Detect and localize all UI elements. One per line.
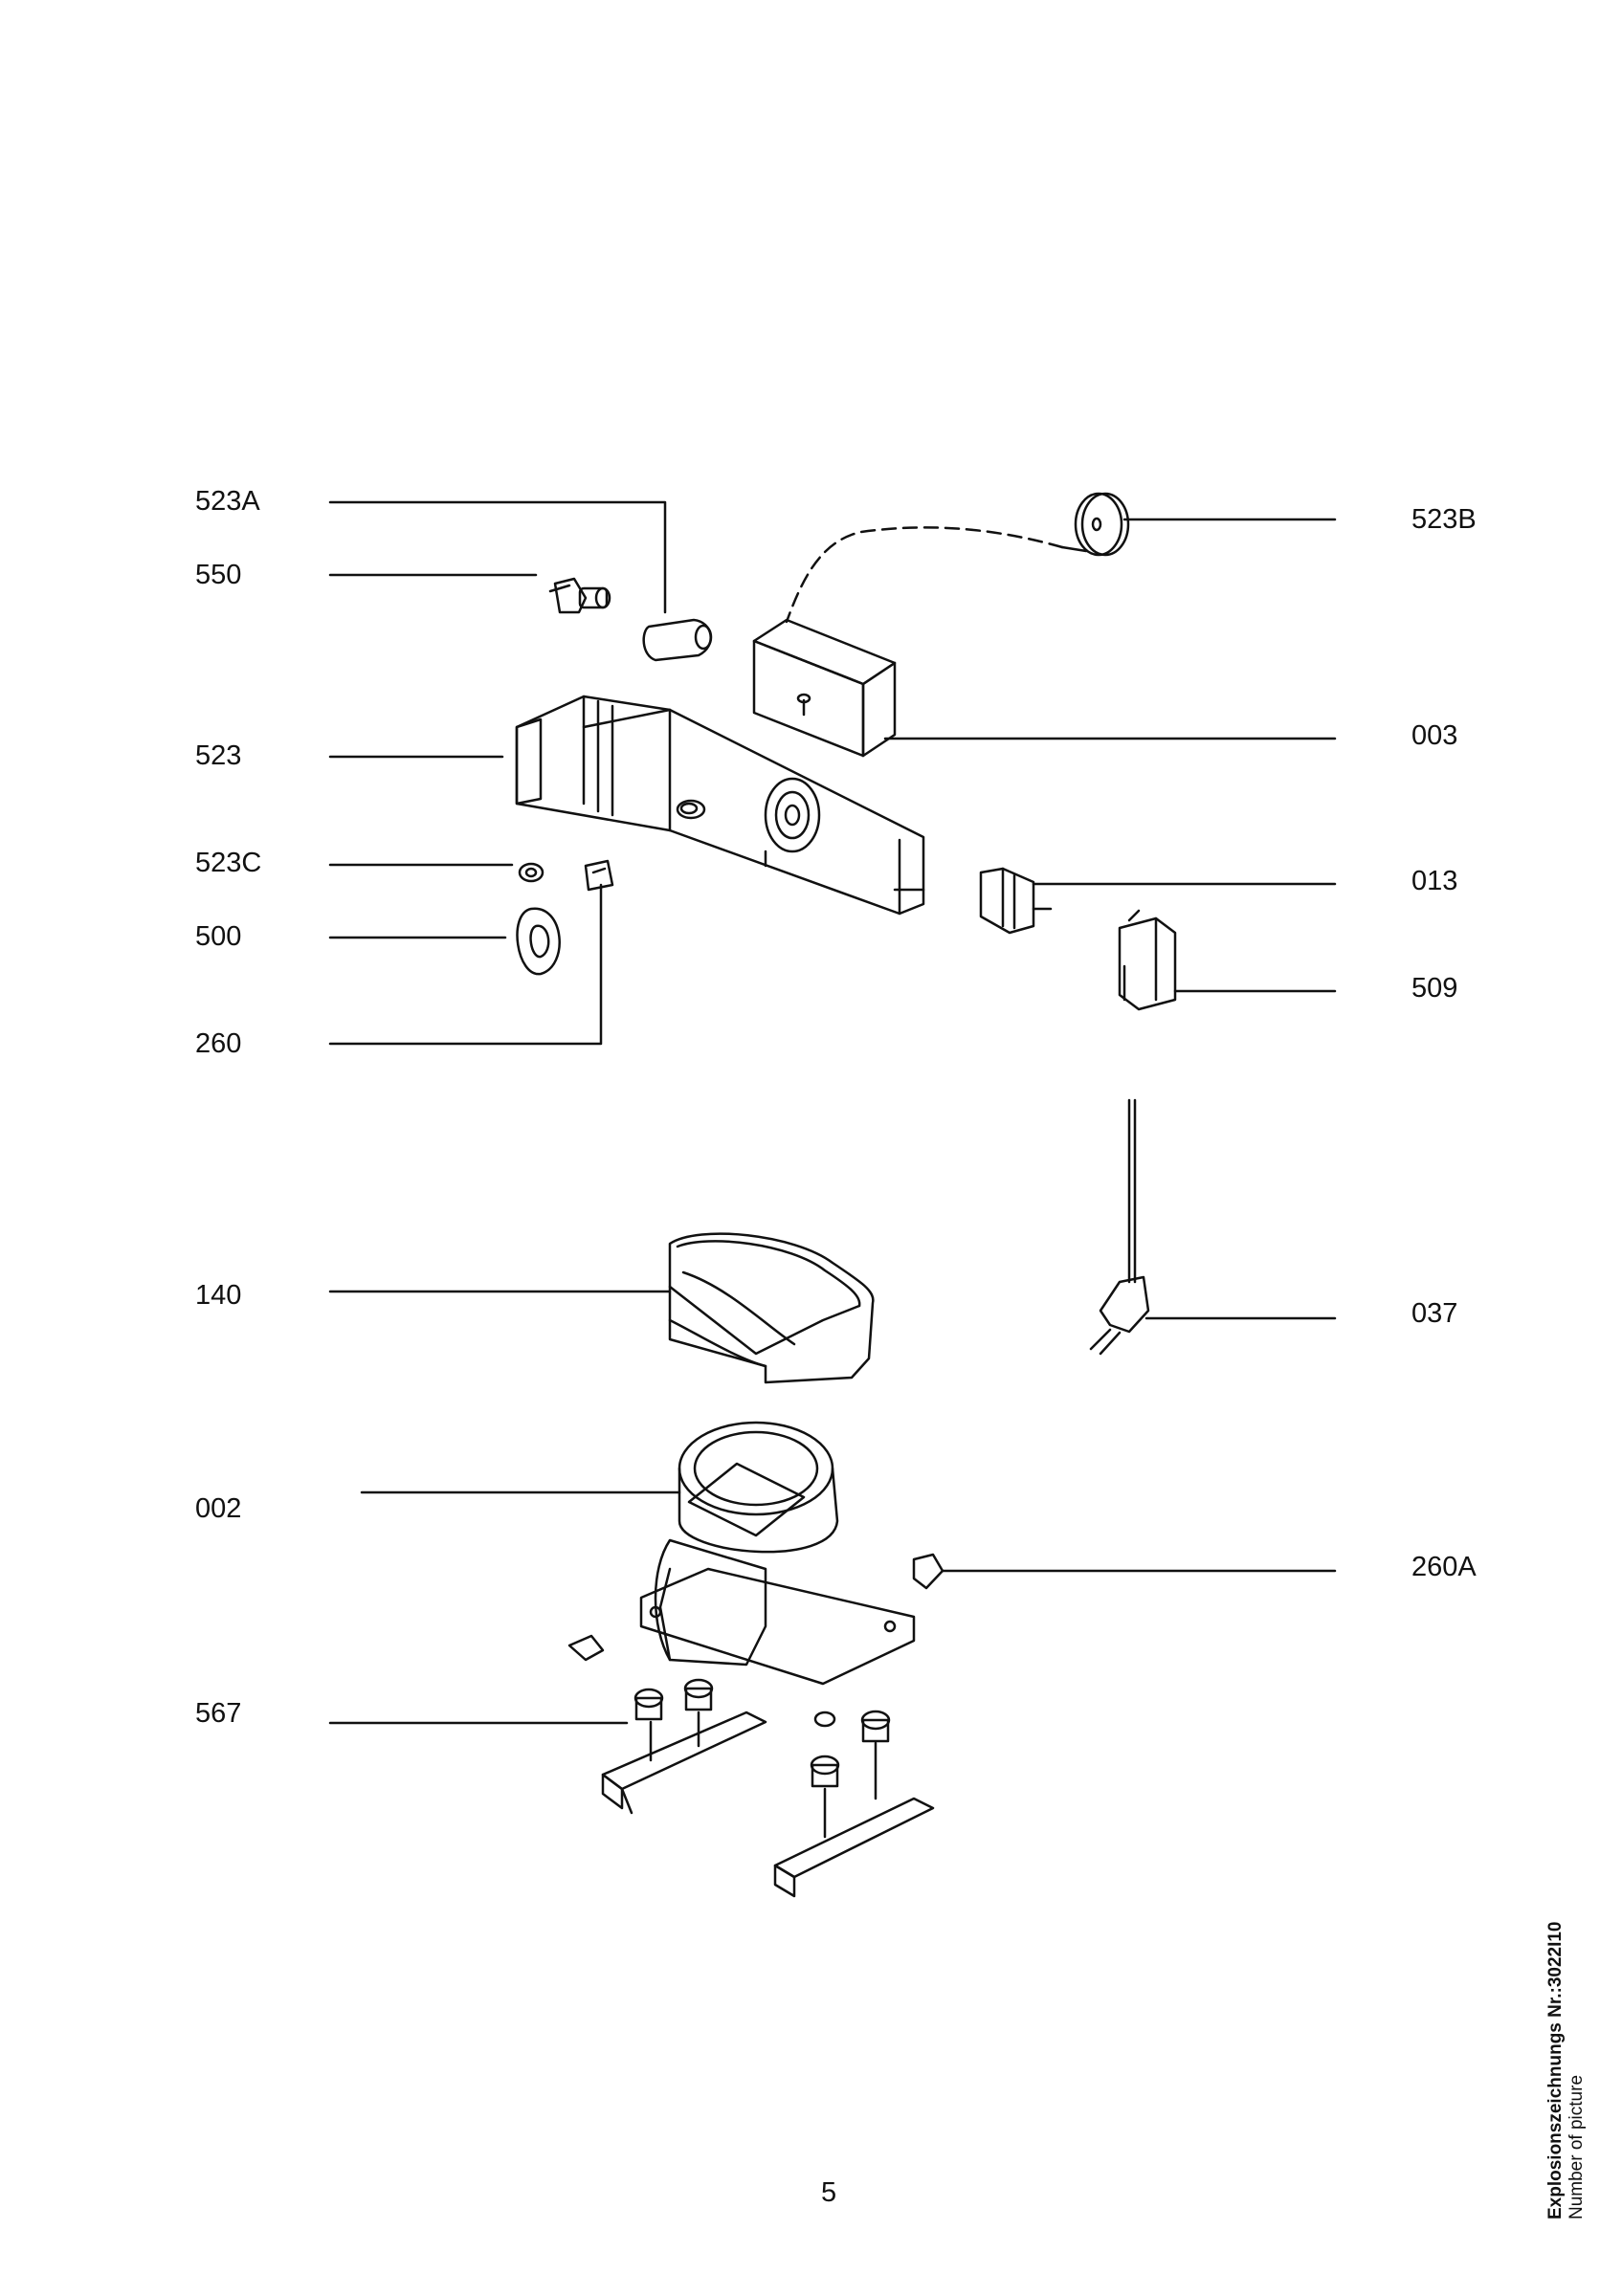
part-567-mount-right: [773, 1710, 935, 1898]
part-clip-small: [567, 1634, 605, 1662]
label-140: 140: [195, 1280, 242, 1311]
leader-lines: [328, 500, 1337, 1725]
label-523B: 523B: [1411, 504, 1477, 535]
part-509-relay: [1118, 909, 1177, 1011]
page-number: 5: [821, 2177, 837, 2208]
leader-260: [328, 883, 603, 1046]
label-002: 002: [195, 1493, 242, 1524]
part-523-housing: [515, 695, 925, 916]
part-550-socket: [548, 577, 611, 614]
leader-523A: [328, 500, 667, 614]
part-523B-disc: [785, 492, 1130, 624]
part-260A-clip: [912, 1553, 944, 1590]
label-523: 523: [195, 740, 242, 771]
label-013: 013: [1411, 866, 1458, 896]
part-140-tray: [668, 1232, 875, 1384]
label-523C: 523C: [195, 848, 262, 878]
label-509: 509: [1411, 973, 1458, 1004]
label-500: 500: [195, 921, 242, 952]
label-550: 550: [195, 560, 242, 590]
part-037-cord: [1089, 1098, 1150, 1356]
label-037: 037: [1411, 1298, 1458, 1329]
label-003: 003: [1411, 720, 1458, 751]
part-523C-nut: [518, 862, 544, 883]
part-013-switch: [979, 867, 1053, 935]
label-260: 260: [195, 1028, 242, 1059]
part-260-clip: [584, 859, 614, 892]
part-523A-bulb: [642, 618, 713, 662]
label-567: 567: [195, 1698, 242, 1729]
part-002-compressor: [639, 1421, 916, 1686]
part-003-box: [752, 618, 897, 758]
part-567-mount-left: [601, 1678, 767, 1815]
label-523A: 523A: [195, 486, 260, 517]
label-260A: 260A: [1411, 1552, 1477, 1582]
part-500-knob: [516, 907, 561, 976]
